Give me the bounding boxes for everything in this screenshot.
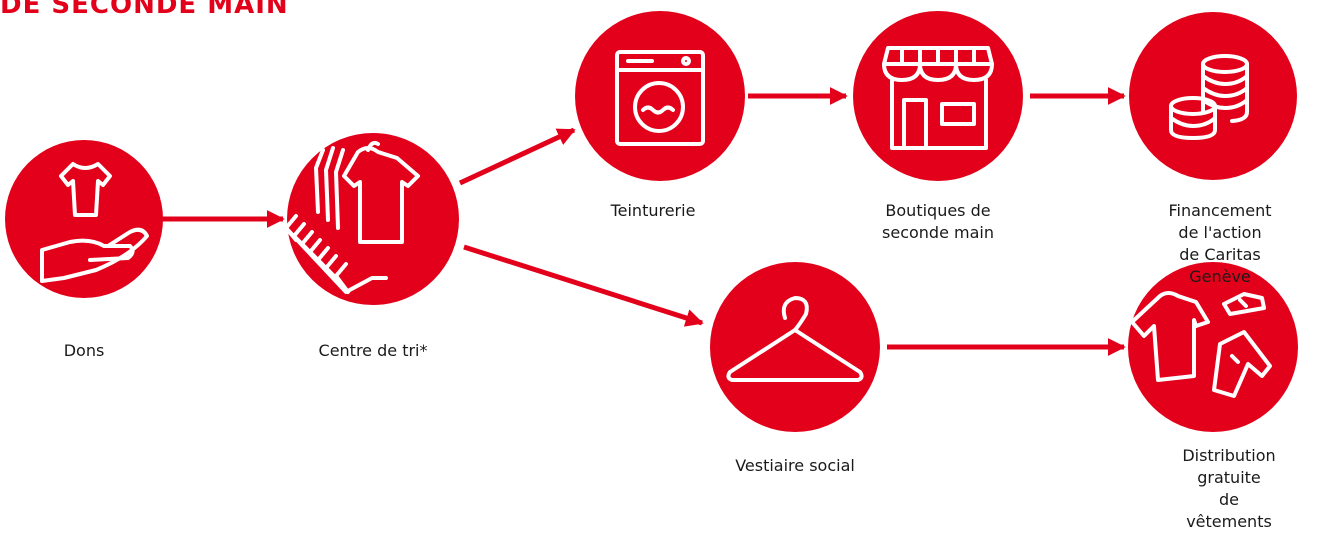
label-distribution: Distribution gratuite de vêtements	[1182, 446, 1276, 531]
node-distribution-circle	[1128, 262, 1298, 432]
node-financement-circle	[1129, 12, 1297, 180]
label-financement: Financement de l'action de Caritas Genèv…	[1168, 201, 1272, 286]
coins-icon	[1169, 54, 1249, 140]
label-boutiques: Boutiques de seconde main	[882, 201, 994, 242]
arrow-tri-to-teinturerie	[458, 127, 576, 186]
node-teinturerie-circle	[575, 11, 745, 181]
hanger-icon	[726, 296, 864, 382]
node-boutiques-circle	[853, 11, 1023, 181]
flow-diagram	[5, 11, 1298, 432]
shop-icon	[882, 46, 994, 150]
label-teinturerie: Teinturerie	[610, 201, 696, 220]
clothes-icon	[1130, 291, 1272, 398]
node-vestiaire-circle	[710, 262, 880, 432]
label-vestiaire: Vestiaire social	[735, 456, 855, 475]
hand-tshirt-icon	[40, 162, 149, 283]
label-centre-de-tri: Centre de tri*	[318, 341, 428, 360]
label-dons: Dons	[63, 341, 105, 360]
arrow-tri-to-vestiaire	[463, 244, 704, 327]
washing-machine-icon	[615, 50, 705, 146]
page-title: DE SECONDE MAIN	[0, 0, 289, 20]
hanging-clothes-icon	[284, 140, 420, 294]
